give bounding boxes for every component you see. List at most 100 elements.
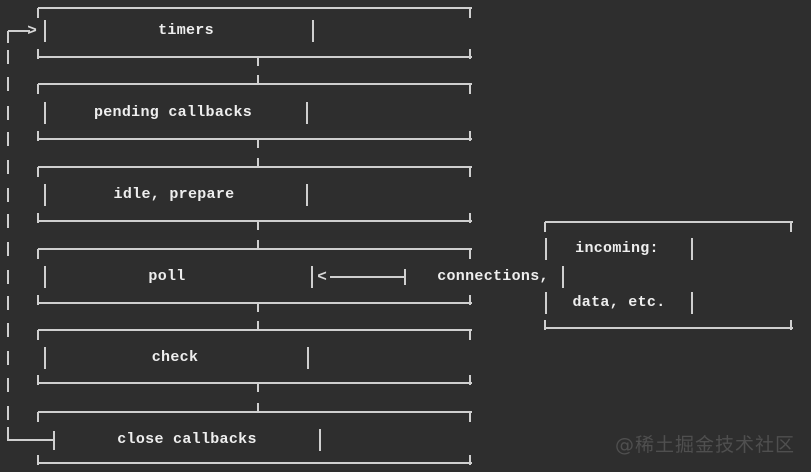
phase-box-timers-right-bar <box>312 20 314 42</box>
connector-down-tick <box>257 221 259 230</box>
side-box-corner <box>790 320 792 330</box>
phase-label-check: check <box>151 349 199 366</box>
loop-left-dash <box>7 378 9 392</box>
phase-box-pending-callbacks-left-bar <box>44 102 46 124</box>
phase-box-check-corner <box>469 330 471 340</box>
connector-down-tick <box>257 383 259 392</box>
connector-up-tick <box>257 403 259 412</box>
phase-box-close-callbacks-corner <box>469 412 471 422</box>
phase-box-idle-prepare-left-bar <box>44 184 46 206</box>
connector-down-tick <box>257 303 259 312</box>
poll-arrow-head-icon: < <box>317 268 327 286</box>
loop-arrow-head-icon: > <box>27 22 37 40</box>
phase-box-poll-right-bar <box>311 266 313 288</box>
phase-box-poll-corner <box>469 249 471 259</box>
loop-left-dash <box>7 242 9 256</box>
phase-box-poll-corner <box>37 249 39 259</box>
phase-box-pending-callbacks-corner <box>469 131 471 141</box>
phase-box-close-callbacks-corner <box>37 455 39 465</box>
connections-label: connections, <box>437 268 549 285</box>
phase-box-idle-prepare-corner <box>37 167 39 177</box>
loop-join-tick <box>53 431 55 450</box>
loop-left-dash <box>7 351 9 365</box>
phase-box-timers-top-border <box>38 7 472 9</box>
watermark: @稀土掘金技术社区 <box>614 434 795 456</box>
connector-up-tick <box>257 240 259 249</box>
loop-left-dash <box>7 132 9 146</box>
phase-box-close-callbacks-right-bar <box>319 429 321 451</box>
loop-left-dash <box>7 188 9 202</box>
side-box-mid-bar <box>562 266 564 288</box>
connector-up-tick <box>257 75 259 84</box>
poll-arrow-tail-tick <box>404 269 406 285</box>
phase-box-poll-left-bar <box>44 266 46 288</box>
loop-left-dash <box>7 50 9 64</box>
phase-box-idle-prepare-corner <box>469 167 471 177</box>
phase-box-pending-callbacks-corner <box>469 84 471 94</box>
phase-box-timers-bottom-border <box>38 56 472 58</box>
side-box-corner <box>790 222 792 232</box>
phase-box-check-left-bar <box>44 347 46 369</box>
phase-box-timers-corner <box>37 49 39 59</box>
phase-box-idle-prepare-corner <box>37 213 39 223</box>
side-box-top-border <box>545 221 793 223</box>
phase-box-poll-top-border <box>38 248 472 250</box>
phase-box-pending-callbacks-bottom-border <box>38 138 472 140</box>
phase-box-close-callbacks-bottom-border <box>38 462 472 464</box>
phase-box-check-top-border <box>38 329 472 331</box>
side-box-corner <box>544 320 546 330</box>
phase-box-close-callbacks-corner <box>37 412 39 422</box>
phase-label-idle-prepare: idle, prepare <box>113 186 235 203</box>
loop-left-dash <box>7 296 9 310</box>
phase-box-timers-left-bar <box>44 20 46 42</box>
phase-box-idle-prepare-bottom-border <box>38 220 472 222</box>
phase-label-poll: poll <box>148 268 186 285</box>
side-box-corner <box>544 222 546 232</box>
poll-arrow-line <box>330 276 406 278</box>
phase-box-poll-corner <box>469 295 471 305</box>
connector-up-tick <box>257 321 259 330</box>
side-box-right-bar <box>691 238 693 260</box>
loop-left-dash <box>7 270 9 284</box>
phase-label-pending-callbacks: pending callbacks <box>93 104 253 121</box>
phase-box-pending-callbacks-right-bar <box>306 102 308 124</box>
phase-box-timers-corner <box>37 8 39 18</box>
loop-left-dash <box>7 160 9 174</box>
loop-left-dash <box>7 214 9 228</box>
phase-box-pending-callbacks-corner <box>37 84 39 94</box>
phase-box-close-callbacks-top-border <box>38 411 472 413</box>
phase-label-timers: timers <box>158 22 214 39</box>
phase-box-timers-corner <box>469 49 471 59</box>
loop-top-line <box>8 30 30 32</box>
loop-left-dash <box>7 77 9 91</box>
phase-box-check-corner <box>469 375 471 385</box>
loop-left-dash <box>7 406 9 420</box>
phase-box-idle-prepare-right-bar <box>306 184 308 206</box>
data-etc-label: data, etc. <box>572 294 666 311</box>
phase-box-check-right-bar <box>307 347 309 369</box>
loop-left-dash <box>7 106 9 120</box>
side-box-left-bar <box>545 292 547 314</box>
connector-down-tick <box>257 57 259 66</box>
phase-box-close-callbacks-corner <box>469 455 471 465</box>
phase-box-pending-callbacks-corner <box>37 131 39 141</box>
connector-up-tick <box>257 158 259 167</box>
phase-box-pending-callbacks-top-border <box>38 83 472 85</box>
incoming-label: incoming: <box>575 240 659 257</box>
phase-box-idle-prepare-top-border <box>38 166 472 168</box>
phase-box-check-bottom-border <box>38 382 472 384</box>
loop-bottom-dash <box>7 427 9 441</box>
side-box-bottom-border <box>545 327 793 329</box>
loop-top-corner <box>7 31 9 43</box>
phase-box-poll-bottom-border <box>38 302 472 304</box>
phase-box-check-corner <box>37 330 39 340</box>
phase-box-check-corner <box>37 375 39 385</box>
loop-left-dash <box>7 323 9 337</box>
loop-bottom-line <box>8 439 54 441</box>
connector-down-tick <box>257 139 259 148</box>
phase-box-poll-corner <box>37 295 39 305</box>
phase-box-timers-corner <box>469 8 471 18</box>
side-box-right-bar <box>691 292 693 314</box>
phase-label-close-callbacks: close callbacks <box>117 431 257 448</box>
